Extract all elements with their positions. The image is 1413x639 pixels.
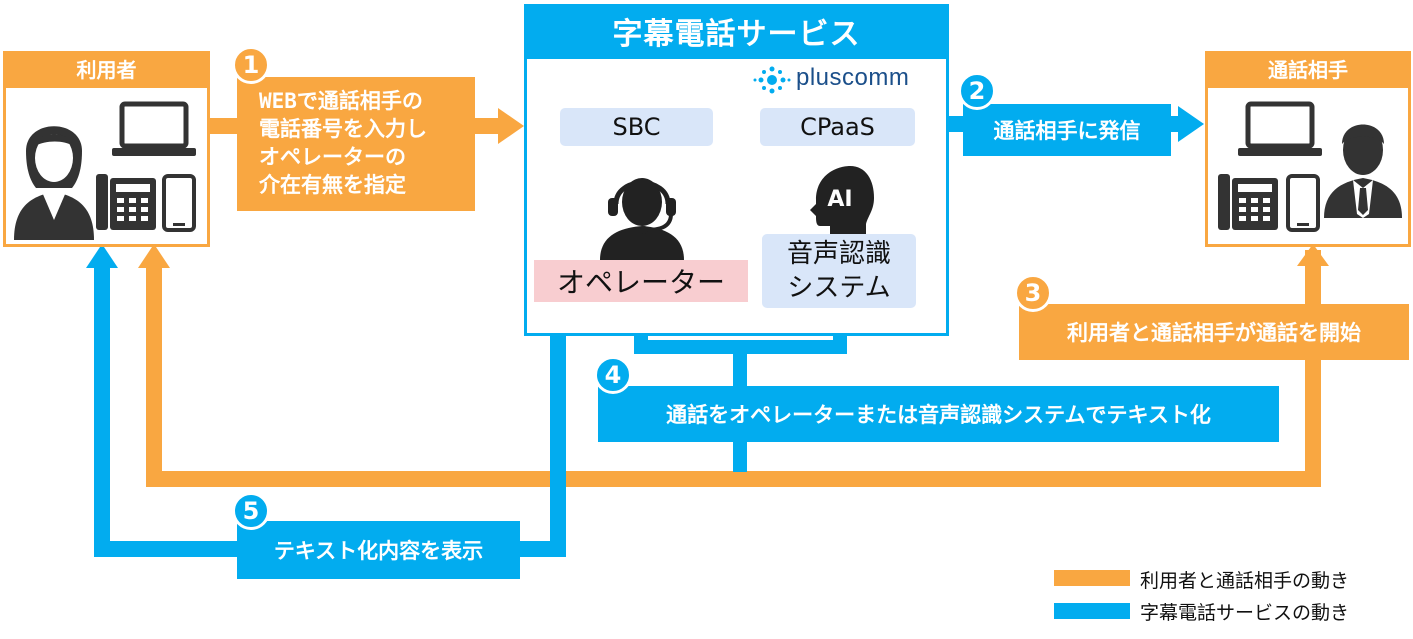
step1-badge: 1: [232, 46, 270, 84]
asr-line-2: システム: [787, 273, 891, 303]
step2-badge: 2: [958, 72, 996, 110]
legend-blue-label: 字幕電話サービスの動き: [1140, 602, 1350, 624]
cpaas-chip: CPaaS: [760, 108, 915, 146]
smartphone-icon: [1286, 174, 1320, 232]
legend-swatch-blue: [1054, 603, 1130, 619]
step2-box: 通話相手に発信: [963, 104, 1171, 156]
pluscomm-logo-icon: [753, 66, 791, 94]
partner-panel: [1205, 85, 1411, 247]
step5-badge: 5: [232, 492, 270, 530]
blue-up-arrow-user: [86, 244, 118, 268]
user-device-icons: [14, 101, 196, 240]
orange-up-arrow-partner: [1297, 244, 1329, 266]
service-header: 字幕電話サービス: [524, 4, 949, 58]
blue-return-line: [94, 258, 566, 557]
partner-panel-header: 通話相手: [1205, 51, 1411, 85]
smartphone-icon: [162, 174, 196, 232]
operator-headset-icon: [600, 178, 684, 260]
sbc-chip: SBC: [560, 108, 713, 146]
step2-arrow-head: [1178, 106, 1204, 142]
step1-line-4: 介在有無を指定: [259, 173, 406, 197]
step1-box: WEBで通話相手の 電話番号を入力し オペレーターの 介在有無を指定: [237, 77, 475, 211]
ai-head-icon: AI: [810, 166, 874, 236]
step1-line-1: WEBで通話相手の: [259, 89, 423, 113]
user-panel-header: 利用者: [3, 51, 210, 85]
pluscomm-logo-text: pluscomm: [796, 64, 910, 91]
step3-box: 利用者と通話相手が通話を開始: [1019, 304, 1409, 360]
step1-arrow-head: [498, 108, 524, 144]
laptop-icon: [1238, 101, 1322, 156]
user-panel: [3, 85, 210, 247]
step1-line-3: オペレーターの: [259, 145, 406, 169]
legend-swatch-orange: [1054, 570, 1130, 586]
orange-up-arrow-user: [138, 244, 170, 268]
step5-box: テキスト化内容を表示: [237, 521, 520, 579]
ai-label: AI: [827, 187, 852, 212]
asr-line-1: 音声認識: [786, 239, 891, 269]
operator-chip: オペレーター: [534, 260, 748, 302]
step3-badge: 3: [1014, 274, 1052, 312]
woman-user-icon: [14, 126, 94, 240]
man-user-icon: [1324, 124, 1402, 218]
partner-device-icons: [1218, 101, 1402, 232]
step4-badge: 4: [594, 356, 632, 394]
step1-line-2: 電話番号を入力し: [259, 117, 427, 141]
orange-loop-line: [146, 250, 1321, 487]
desk-phone-icon: [1218, 174, 1278, 230]
asr-chip: 音声認識 システム: [762, 234, 916, 308]
desk-phone-icon: [96, 174, 156, 230]
step4-box: 通話をオペレーターまたは音声認識システムでテキスト化: [598, 386, 1279, 442]
legend-orange-label: 利用者と通話相手の動き: [1140, 570, 1350, 592]
laptop-icon: [112, 101, 196, 156]
